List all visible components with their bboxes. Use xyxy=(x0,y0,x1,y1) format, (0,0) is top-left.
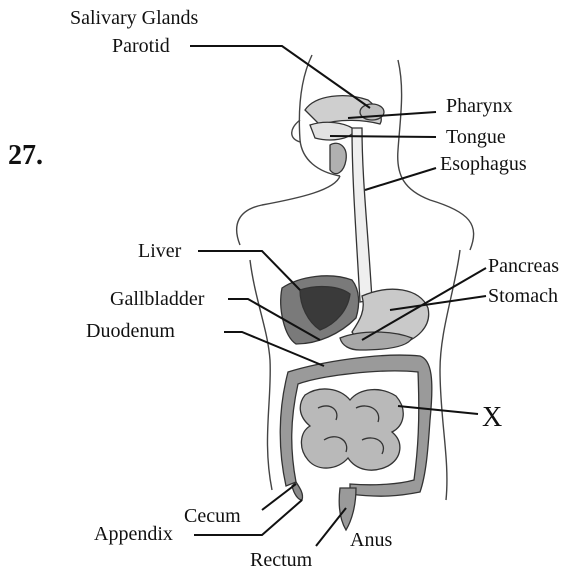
pharynx-organ xyxy=(305,96,384,174)
label-salivary-glands: Salivary Glands xyxy=(70,7,199,29)
leader-tongue xyxy=(330,136,436,137)
question-number: 27. xyxy=(8,140,43,171)
label-cecum: Cecum xyxy=(184,505,241,527)
leader-liver xyxy=(198,251,300,290)
label-x: X xyxy=(482,402,502,433)
pancreas-organ xyxy=(340,332,412,350)
leader-cecum xyxy=(262,484,296,510)
label-pancreas: Pancreas xyxy=(488,255,559,277)
small-intestine-organ xyxy=(300,389,403,470)
label-gallbladder: Gallbladder xyxy=(110,288,205,310)
label-duodenum: Duodenum xyxy=(86,320,175,342)
leader-esophagus xyxy=(365,168,436,190)
label-pharynx: Pharynx xyxy=(446,95,513,117)
esophagus-organ xyxy=(352,128,372,302)
label-tongue: Tongue xyxy=(446,126,506,148)
label-parotid: Parotid xyxy=(112,35,170,57)
liver-organ xyxy=(281,276,359,344)
rectum-organ xyxy=(339,488,356,530)
label-liver: Liver xyxy=(138,240,182,262)
label-appendix: Appendix xyxy=(94,523,173,545)
label-stomach: Stomach xyxy=(488,285,558,307)
leader-rectum xyxy=(316,508,346,546)
label-esophagus: Esophagus xyxy=(440,153,527,175)
leader-x xyxy=(398,406,478,414)
label-rectum: Rectum xyxy=(250,549,313,571)
label-anus: Anus xyxy=(350,529,392,551)
